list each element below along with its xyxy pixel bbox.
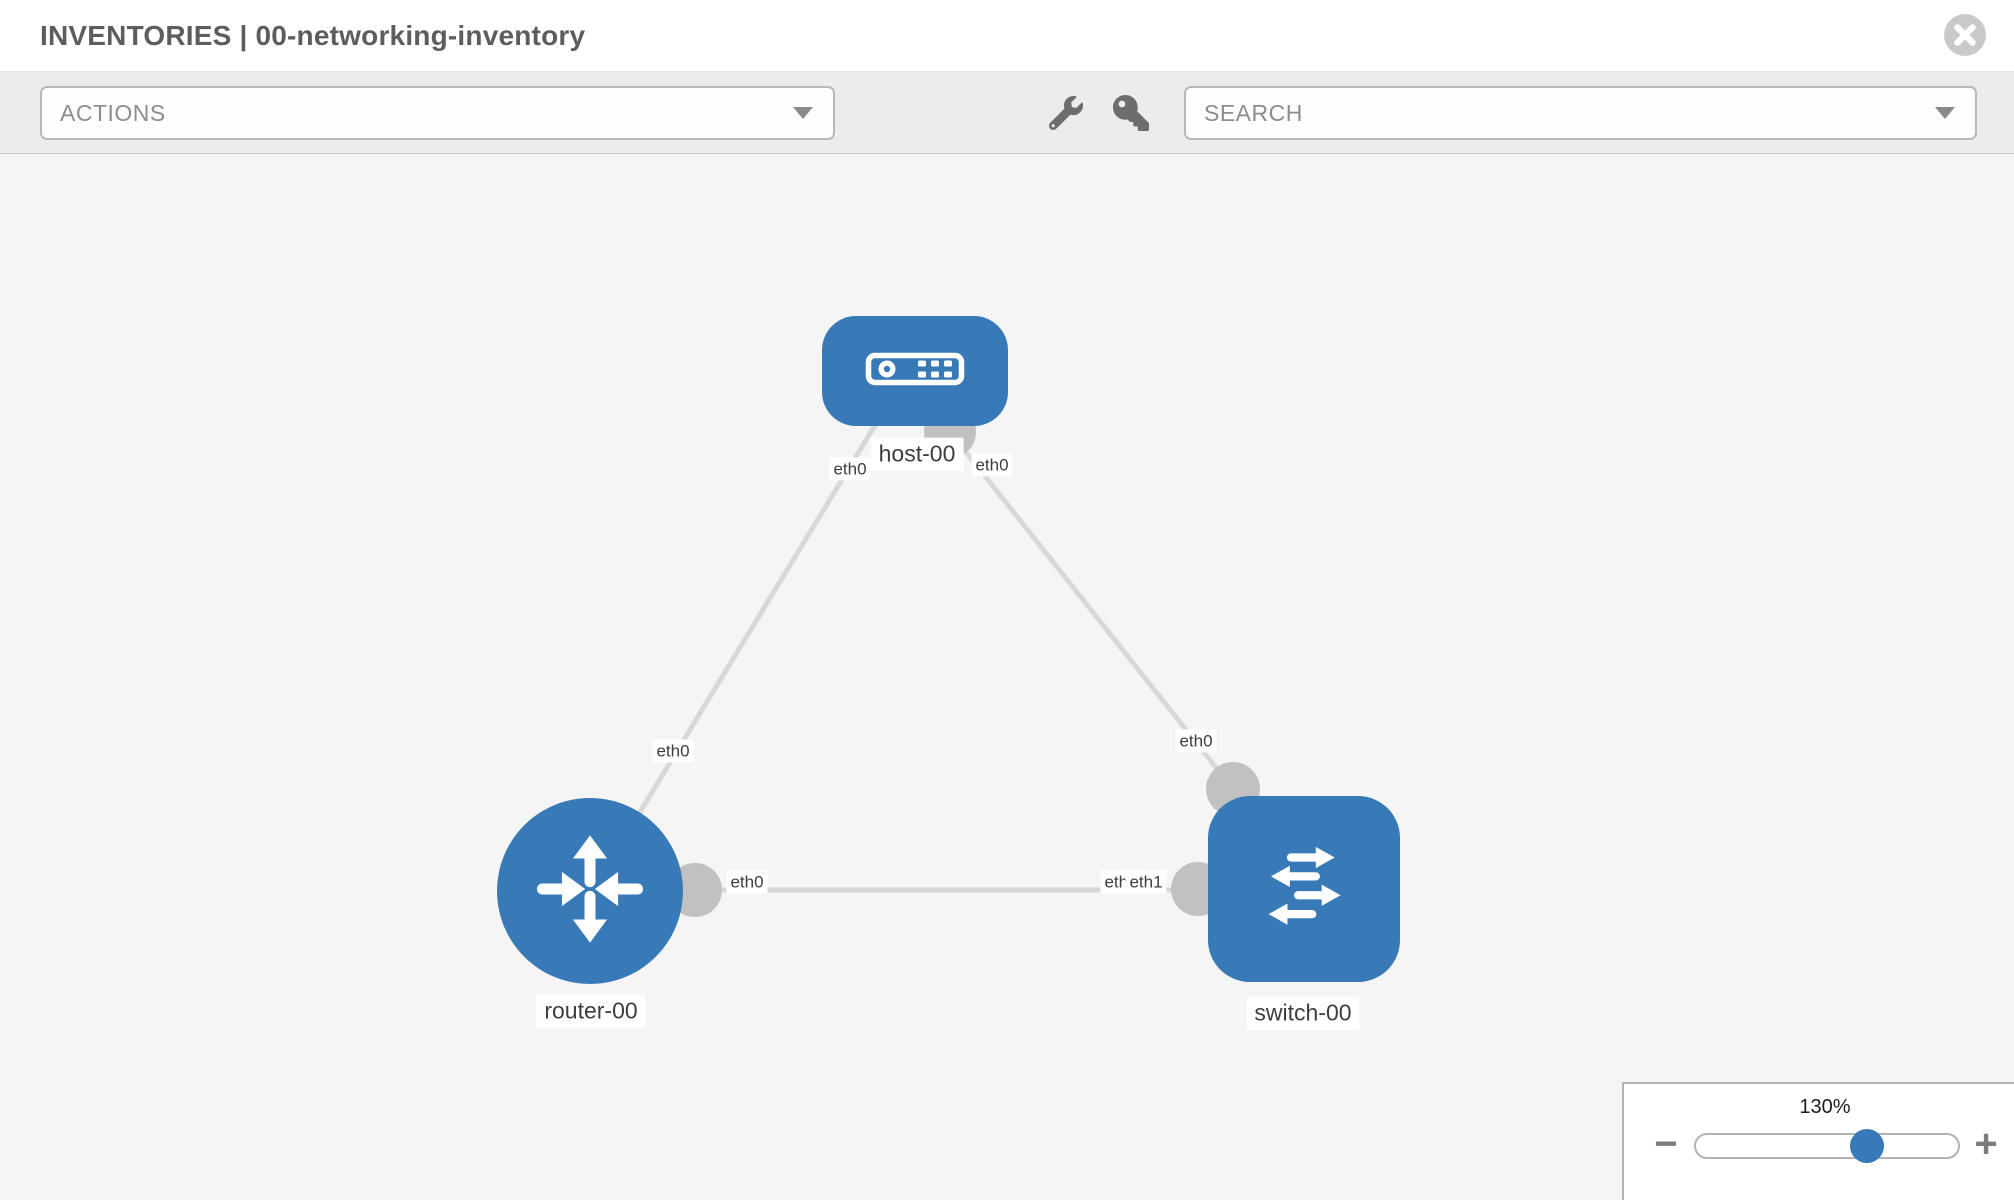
search-dropdown[interactable]: SEARCH [1184, 86, 1977, 140]
actions-dropdown[interactable]: ACTIONS [40, 86, 835, 140]
wrench-icon [1048, 95, 1083, 134]
interface-label-host-right: eth0 [971, 453, 1013, 477]
configure-button[interactable] [1048, 95, 1083, 130]
chevron-down-icon [1935, 107, 1955, 119]
node-label-switch: switch-00 [1246, 996, 1360, 1030]
actions-dropdown-label: ACTIONS [60, 99, 166, 126]
node-label-router: router-00 [536, 994, 646, 1028]
interface-label-router-horiz: eth0 [726, 870, 768, 894]
zoom-slider-thumb[interactable] [1850, 1129, 1884, 1163]
zoom-panel: 130% − + [1622, 1082, 2014, 1200]
zoom-value: 130% [1799, 1096, 1851, 1118]
node-switch-00[interactable] [1208, 796, 1400, 982]
host-icon [865, 351, 965, 392]
zoom-out-button[interactable]: − [1654, 1122, 1678, 1166]
chevron-down-icon [793, 107, 813, 119]
node-host-00[interactable] [822, 316, 1008, 426]
interface-label-host-left: eth0 [829, 457, 871, 481]
search-placeholder: SEARCH [1204, 99, 1303, 126]
node-label-host: host-00 [870, 437, 964, 471]
router-icon [529, 828, 651, 955]
key-icon [1113, 94, 1149, 135]
key-button[interactable] [1113, 94, 1149, 131]
interface-label-switch-diag: eth0 [1175, 729, 1217, 753]
zoom-slider[interactable] [1694, 1129, 1960, 1163]
topology-edges [589, 406, 1304, 917]
interface-label-switch-horiz: eth1 [1125, 870, 1167, 894]
topology-canvas[interactable]: host-00 router-00 switch-00 eth0 eth0 et… [0, 154, 2014, 1200]
page-title: INVENTORIES | 00-networking-inventory [40, 19, 586, 51]
node-router-00[interactable] [497, 798, 683, 984]
switch-icon [1241, 828, 1367, 951]
close-button[interactable] [1943, 13, 1987, 57]
close-icon [1943, 14, 1987, 61]
interface-label-router-diag: eth0 [652, 739, 694, 763]
page-header: INVENTORIES | 00-networking-inventory [0, 0, 2014, 72]
toolbar: ACTIONS SEARCH [0, 72, 2014, 154]
zoom-in-button[interactable]: + [1974, 1122, 1998, 1166]
